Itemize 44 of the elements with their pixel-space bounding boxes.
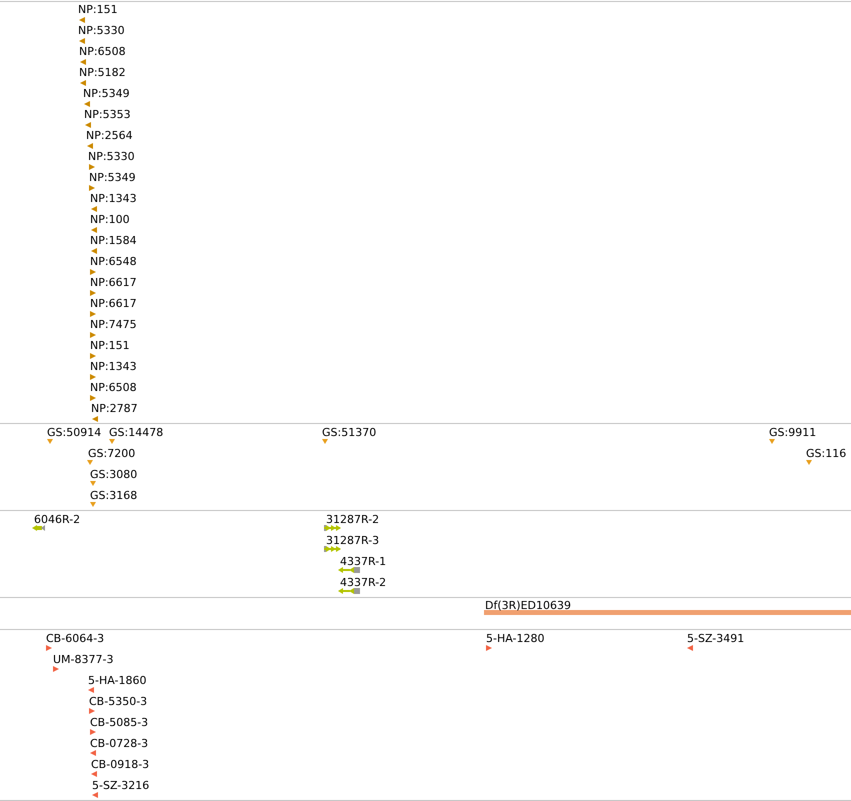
feature-label: UM-8377-3 xyxy=(53,653,114,666)
feature-label: CB-6064-3 xyxy=(46,632,104,645)
feature-label: CB-0918-3 xyxy=(91,758,150,771)
feature-label: 4337R-2 xyxy=(340,576,386,589)
feature-label: GS:14478 xyxy=(109,426,164,439)
feature-label: 5-HA-1860 xyxy=(88,674,146,687)
feature-label: NP:7475 xyxy=(90,318,137,331)
feature-label: 31287R-3 xyxy=(326,534,380,547)
feature-label: 31287R-2 xyxy=(326,513,380,526)
feature-label: 4337R-1 xyxy=(340,555,386,568)
feature-label: NP:1343 xyxy=(90,360,137,373)
feature-label: NP:5330 xyxy=(78,24,125,37)
feature-label: NP:151 xyxy=(78,3,118,16)
feature-label: NP:100 xyxy=(90,213,130,226)
feature-label: GS:9911 xyxy=(769,426,816,439)
feature-label: Df(3R)ED10639 xyxy=(485,599,571,612)
feature-label: CB-0728-3 xyxy=(90,737,148,750)
feature-label: NP:1343 xyxy=(90,192,137,205)
feature-label: GS:3080 xyxy=(90,468,138,481)
feature-label: GS:50914 xyxy=(47,426,102,439)
feature-label: 5-SZ-3491 xyxy=(687,632,744,645)
feature-label: 6046R-2 xyxy=(34,513,80,526)
feature-label: NP:2564 xyxy=(86,129,133,142)
feature-label: NP:5349 xyxy=(83,87,130,100)
feature-label: NP:1584 xyxy=(90,234,137,247)
feature-label: CB-5350-3 xyxy=(89,695,148,708)
feature-label: NP:2787 xyxy=(91,402,138,415)
feature-label: NP:6617 xyxy=(90,297,137,310)
feature-label: NP:5330 xyxy=(88,150,135,163)
feature-label: NP:6508 xyxy=(90,381,137,394)
feature-label: GS:51370 xyxy=(322,426,376,439)
feature-label: NP:151 xyxy=(90,339,130,352)
feature-label: GS:7200 xyxy=(88,447,136,460)
feature-label: GS:116 xyxy=(806,447,846,460)
feature-label: 5-HA-1280 xyxy=(486,632,544,645)
feature-label: NP:6548 xyxy=(90,255,137,268)
feature-label: NP:5349 xyxy=(89,171,136,184)
feature-label: 5-SZ-3216 xyxy=(92,779,150,792)
feature-label: NP:6617 xyxy=(90,276,137,289)
feature-label: NP:6508 xyxy=(79,45,126,58)
feature-label: NP:5353 xyxy=(84,108,131,121)
feature-label: GS:3168 xyxy=(90,489,138,502)
feature-label: CB-5085-3 xyxy=(90,716,148,729)
feature-label: NP:5182 xyxy=(79,66,126,79)
